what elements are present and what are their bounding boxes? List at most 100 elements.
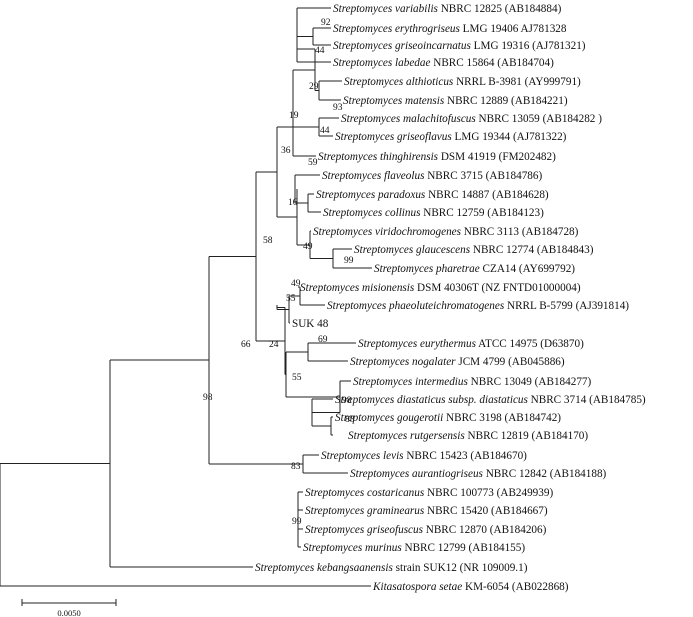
leaf-strain-accession: NBRC 15423 (AB184670) [404,450,528,462]
leaf-species-name: Streptomyces graminearus [305,505,425,517]
leaf-strain-accession: DSM 40306T (NZ FNTD01000004) [414,282,581,294]
leaf-label: Streptomyces costaricanus NBRC 100773 (A… [305,487,553,499]
leaf-strain-accession: NRRL B-5799 (AJ391814) [504,300,629,312]
bootstrap-value: 19 [289,111,299,121]
leaf-strain-accession: KM-6054 (AB022868) [462,581,569,593]
leaf-label: Streptomyces murinus NBRC 12799 (AB18415… [303,542,525,554]
leaf-label: Streptomyces paradoxus NBRC 14887 (AB184… [316,189,549,201]
leaf-labels: Streptomyces variabilis NBRC 12825 (AB18… [255,3,646,593]
leaf-label: Streptomyces variabilis NBRC 12825 (AB18… [333,3,562,15]
leaf-strain-accession: NBRC 12759 (AB184123) [420,207,544,219]
leaf-strain-accession: JCM 4799 (AB045886) [456,356,565,368]
leaf-species-name: Streptomyces glaucescens [354,244,471,256]
leaf-species-name: Streptomyces variabilis [333,3,439,15]
leaf-strain-accession: NBRC 12819 (AB184170) [465,430,589,442]
bootstrap-value: 99 [344,256,354,266]
leaf-strain-accession: NBRC 13059 (AB184282 ) [476,113,602,125]
leaf-strain-accession: ATCC 14975 (D63870) [476,338,584,350]
leaf-species-name: Streptomyces malachitofuscus [341,113,476,125]
scale-bar-label: 0.0050 [57,608,80,617]
leaf-label: Streptomyces griseoincarnatus LMG 19316 … [333,40,586,52]
leaf-species-name: Streptomyces costaricanus [305,487,425,499]
leaf-species-name: Streptomyces flaveolus [322,170,425,182]
leaf-species-name: Streptomyces intermedius [353,376,468,388]
scale-bar: 0.0050 [21,599,117,617]
bootstrap-value: 93 [333,103,343,113]
bootstrap-value: 16 [288,198,298,208]
leaf-label: Streptomyces intermedius NBRC 13049 (AB1… [353,376,592,388]
bootstrap-value: 92 [321,18,331,28]
bootstrap-value: 49 [291,279,301,289]
leaf-species-name: Streptomyces diastaticus subsp. diastati… [335,394,529,406]
leaf-species-name: Streptomyces collinus [323,207,421,219]
leaf-strain-accession: NRRL B-3981 (AY999791) [453,76,581,88]
leaf-label: Streptomyces erythrogriseus LMG 19406 AJ… [333,23,567,35]
leaf-species-name: Streptomyces kebangsaanensis [255,562,393,574]
leaf-species-name: Streptomyces pharetrae [374,263,480,275]
leaf-species-name: Streptomyces misionensis [300,282,415,294]
leaf-label: Streptomyces graminearus NBRC 15420 (AB1… [305,505,548,517]
leaf-strain-accession: NBRC 12870 (AB184206) [423,524,547,536]
bootstrap-value: 55 [286,294,296,304]
leaf-strain-accession: NBRC 100773 (AB249939) [424,487,553,499]
leaf-strain-accession: NBRC 12774 (AB184843) [470,244,594,256]
leaf-species-name: Streptomyces griseofuscus [305,524,424,536]
leaf-strain-accession: NBRC 3113 (AB184728) [461,226,579,238]
tree-branches [0,7,372,587]
leaf-label: Streptomyces viridochromogenes NBRC 3113… [313,226,579,238]
leaf-label: Streptomyces pharetrae CZA14 (AY699792) [374,263,575,275]
bootstrap-value: 88 [345,415,355,425]
leaf-species-name: Streptomyces aurantiogriseus [350,468,484,480]
leaf-strain-accession: SUK 48 [292,318,329,330]
leaf-species-name: Streptomyces matensis [343,95,445,107]
leaf-label: Streptomyces flaveolus NBRC 3715 (AB1847… [322,170,542,182]
leaf-label: Streptomyces glaucescens NBRC 12774 (AB1… [354,244,594,256]
leaf-label: Streptomyces nogalater JCM 4799 (AB04588… [350,356,565,368]
leaf-label: Streptomyces gougerotii NBRC 3198 (AB184… [335,412,561,424]
bootstrap-value: 29 [309,82,319,92]
leaf-species-name: Streptomyces levis [321,450,404,462]
bootstrap-value: 36 [281,146,291,156]
bootstrap-value: 66 [241,340,251,350]
leaf-label: Streptomyces matensis NBRC 12889 (AB1842… [343,95,568,107]
bootstrap-value: 55 [292,373,302,383]
leaf-label: Streptomyces rutgersensis NBRC 12819 (AB… [348,430,588,442]
bootstrap-value: 83 [291,462,301,472]
bootstrap-value: 24 [269,340,279,350]
leaf-label: SUK 48 [292,318,329,330]
leaf-species-name: Streptomyces phaeoluteichromatogenes [327,300,505,312]
leaf-strain-accession: CZA14 (AY699792) [480,263,576,275]
leaf-species-name: Streptomyces nogalater [350,356,456,368]
leaf-strain-accession: LMG 19344 (AJ781322) [452,131,567,143]
leaf-label: Streptomyces misionensis DSM 40306T (NZ … [300,282,581,294]
leaf-species-name: Streptomyces paradoxus [316,189,426,201]
leaf-strain-accession: DSM 41919 (FM202482) [438,151,556,163]
bootstrap-value: 98 [342,396,352,406]
leaf-label: Kitasatospora setae KM-6054 (AB022868) [372,581,569,593]
bootstrap-value: 98 [203,393,213,403]
leaf-strain-accession: NBRC 3714 (AB184785) [528,394,646,406]
bootstrap-value: 59 [308,158,318,168]
leaf-label: Streptomyces labedae NBRC 15864 (AB18470… [333,57,554,69]
leaf-species-name: Streptomyces viridochromogenes [313,226,462,238]
leaf-label: Streptomyces levis NBRC 15423 (AB184670) [321,450,527,462]
leaf-label: Streptomyces malachitofuscus NBRC 13059 … [341,113,602,125]
leaf-strain-accession: NBRC 15864 (AB184704) [430,57,554,69]
leaf-strain-accession: strain SUK12 (NR 109009.1) [393,562,528,574]
leaf-strain-accession: NBRC 12889 (AB184221) [444,95,568,107]
leaf-label: Streptomyces althioticus NRRL B-3981 (AY… [344,76,581,88]
leaf-strain-accession: NBRC 14887 (AB184628) [425,189,549,201]
leaf-species-name: Streptomyces thinghirensis [318,151,439,163]
leaf-species-name: Streptomyces eurythermus [358,338,477,350]
leaf-strain-accession: NBRC 15420 (AB184667) [424,505,548,517]
leaf-label: Streptomyces diastaticus subsp. diastati… [335,394,646,406]
bootstrap-value: 69 [318,335,328,345]
leaf-strain-accession: NBRC 3715 (AB184786) [424,170,542,182]
leaf-strain-accession: NBRC 12799 (AB184155) [402,542,526,554]
leaf-species-name: Streptomyces griseoincarnatus [333,40,472,52]
leaf-species-name: Kitasatospora setae [372,581,462,593]
bootstrap-value: 99 [292,517,302,527]
leaf-label: Streptomyces griseoflavus LMG 19344 (AJ7… [335,131,567,143]
